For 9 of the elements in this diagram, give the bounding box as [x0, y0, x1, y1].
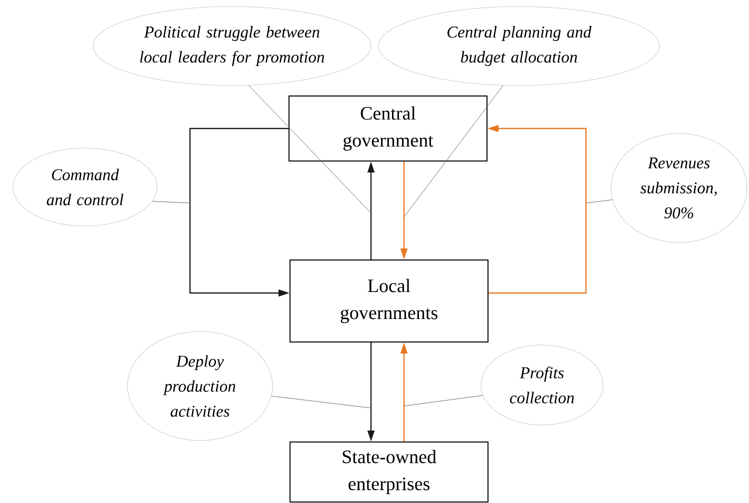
- leader-line: [248, 85, 372, 214]
- leader-line: [586, 200, 613, 204]
- leader-line: [271, 396, 372, 408]
- process-box: Local governments: [290, 260, 488, 342]
- leader-line: [404, 85, 504, 218]
- leader-line: [404, 395, 484, 406]
- process-box: State-owned enterprises: [290, 442, 488, 502]
- leader-line: [152, 201, 190, 204]
- process-box: Central government: [288, 96, 488, 162]
